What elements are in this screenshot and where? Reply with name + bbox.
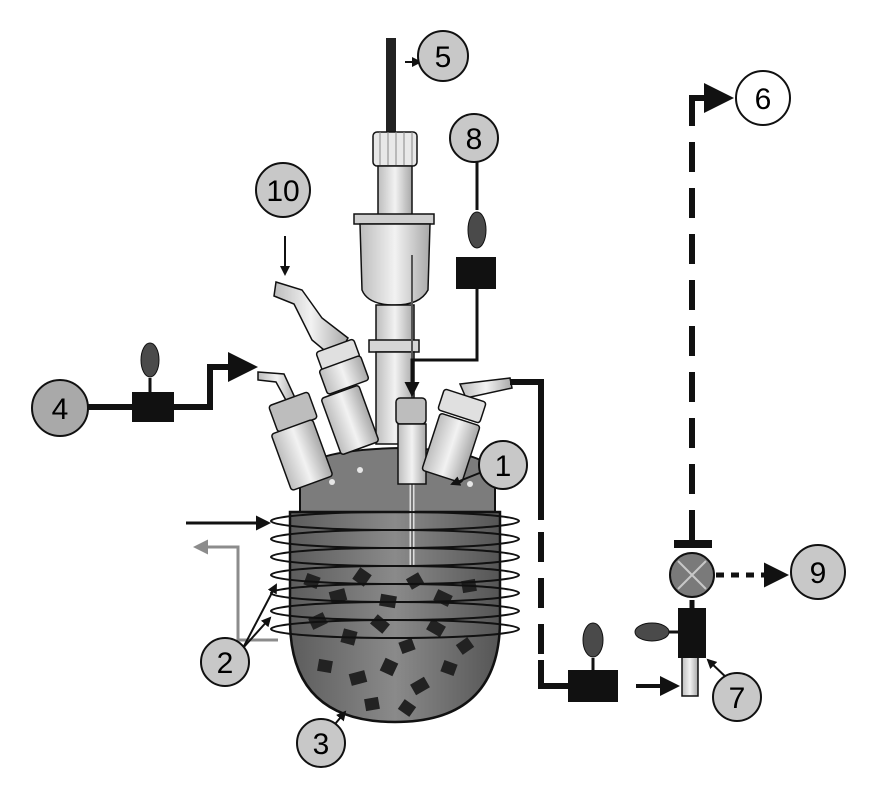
label-6: 6 — [735, 70, 791, 126]
label-5: 5 — [417, 30, 469, 82]
label-3: 3 — [296, 718, 346, 768]
label-1: 1 — [478, 440, 528, 490]
valve-knob-7 — [634, 622, 670, 642]
gas-inlet-port — [257, 371, 333, 491]
valve-knob-4 — [140, 342, 160, 378]
coolant-return-line — [193, 539, 278, 642]
svg-text:3: 3 — [313, 728, 330, 761]
separator-assembly — [634, 83, 789, 697]
sampling-port — [273, 281, 379, 455]
svg-text:9: 9 — [810, 557, 827, 590]
svg-text:6: 6 — [755, 83, 772, 116]
label-4: 4 — [31, 379, 89, 437]
mass-flow-controller-8 — [456, 257, 496, 289]
svg-text:10: 10 — [266, 175, 299, 208]
mass-flow-controller-4 — [132, 392, 174, 422]
label-leaders — [242, 57, 731, 736]
central-condenser-neck — [353, 38, 435, 445]
gas-feed-line-4 — [88, 342, 258, 422]
label-8: 8 — [449, 113, 499, 163]
outlet-port — [421, 377, 513, 483]
svg-text:2: 2 — [217, 647, 234, 680]
label-7: 7 — [712, 672, 762, 722]
svg-text:1: 1 — [495, 450, 512, 483]
svg-text:8: 8 — [466, 123, 483, 156]
svg-text:4: 4 — [52, 393, 69, 426]
separator-valve-7 — [678, 608, 706, 658]
svg-text:5: 5 — [435, 41, 452, 74]
valve-knob-outlet — [582, 622, 604, 658]
outlet-line — [510, 379, 680, 702]
cooling-coil — [270, 511, 520, 639]
svg-text:7: 7 — [729, 682, 746, 715]
gas-feed-line-8 — [404, 158, 496, 397]
label-2: 2 — [200, 637, 250, 687]
back-pressure-regulator — [568, 670, 618, 702]
label-9: 9 — [790, 544, 846, 600]
reaction-vessel — [288, 440, 502, 724]
needle-port — [395, 397, 427, 485]
label-10: 10 — [255, 162, 311, 218]
valve-knob-8 — [467, 211, 487, 249]
